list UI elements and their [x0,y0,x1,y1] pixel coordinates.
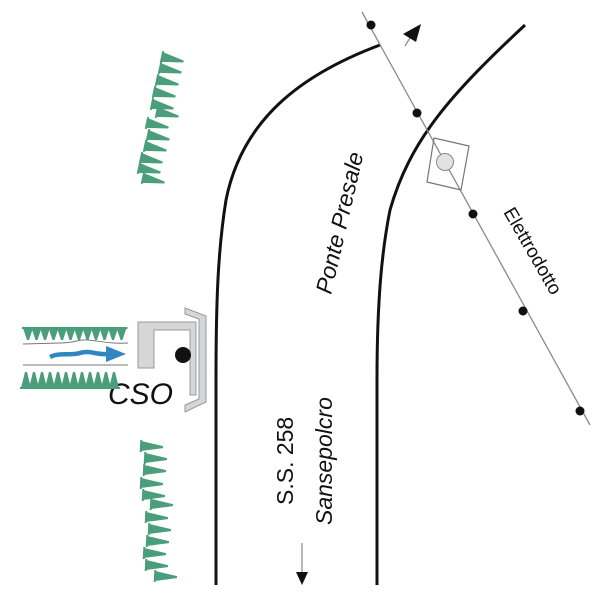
vegetation-tick [157,61,182,75]
road-edge-left [214,43,381,585]
vegetation-tick [136,161,161,175]
vegetation-tick [140,171,165,185]
vegetation-tick [159,50,184,64]
vegetation-tick [144,558,169,572]
cso-label: CSO [108,378,173,411]
pylon [468,209,478,219]
power-line [361,11,591,426]
pylon [366,20,376,30]
vegetation-tick [138,151,163,165]
vegetation-tick [154,73,179,87]
vegetation-tick [144,116,169,130]
vegetation-tick [149,97,174,111]
vegetation-tick [151,85,176,99]
road-name-line2: Sansepolcro [311,397,337,525]
road-edge-right [375,23,527,585]
flow-arrow-icon [48,346,126,362]
channel-bank-top [22,339,129,345]
vegetation-group-top [136,50,184,185]
vegetation-tick [139,476,164,490]
vegetation-channel-top [22,327,128,340]
vegetation-tick [142,546,167,560]
vegetation-tick [143,451,168,465]
power-line-label: Elettrodotto [499,204,566,299]
north-arrow-icon [403,24,421,47]
vegetation-channel-bottom [20,372,120,389]
vegetation-tick [144,510,169,524]
vegetation-tick [108,372,120,389]
vegetation-tick [147,522,172,536]
cso-outlet [175,347,191,363]
vegetation-tick [153,569,178,583]
pylon [412,108,422,118]
pylon [575,406,585,416]
vegetation-tick [154,105,179,119]
vegetation-tick [142,463,167,477]
bridge-label: Ponte Presale [311,149,369,296]
vegetation-tick [145,534,170,548]
power-tower [426,137,470,191]
vegetation-tick [115,327,128,340]
down-arrow-icon [296,543,308,585]
vegetation-tick [141,488,166,502]
vegetation-tick [145,128,170,142]
road-name-line1: S.S. 258 [272,417,298,505]
pylon [518,306,528,316]
vegetation-group-bottom [139,439,178,583]
pylons [366,20,585,416]
vegetation-tick [149,497,174,511]
vegetation-tick [139,439,164,453]
vegetation-tick [142,139,167,153]
cso-structure [137,307,207,413]
